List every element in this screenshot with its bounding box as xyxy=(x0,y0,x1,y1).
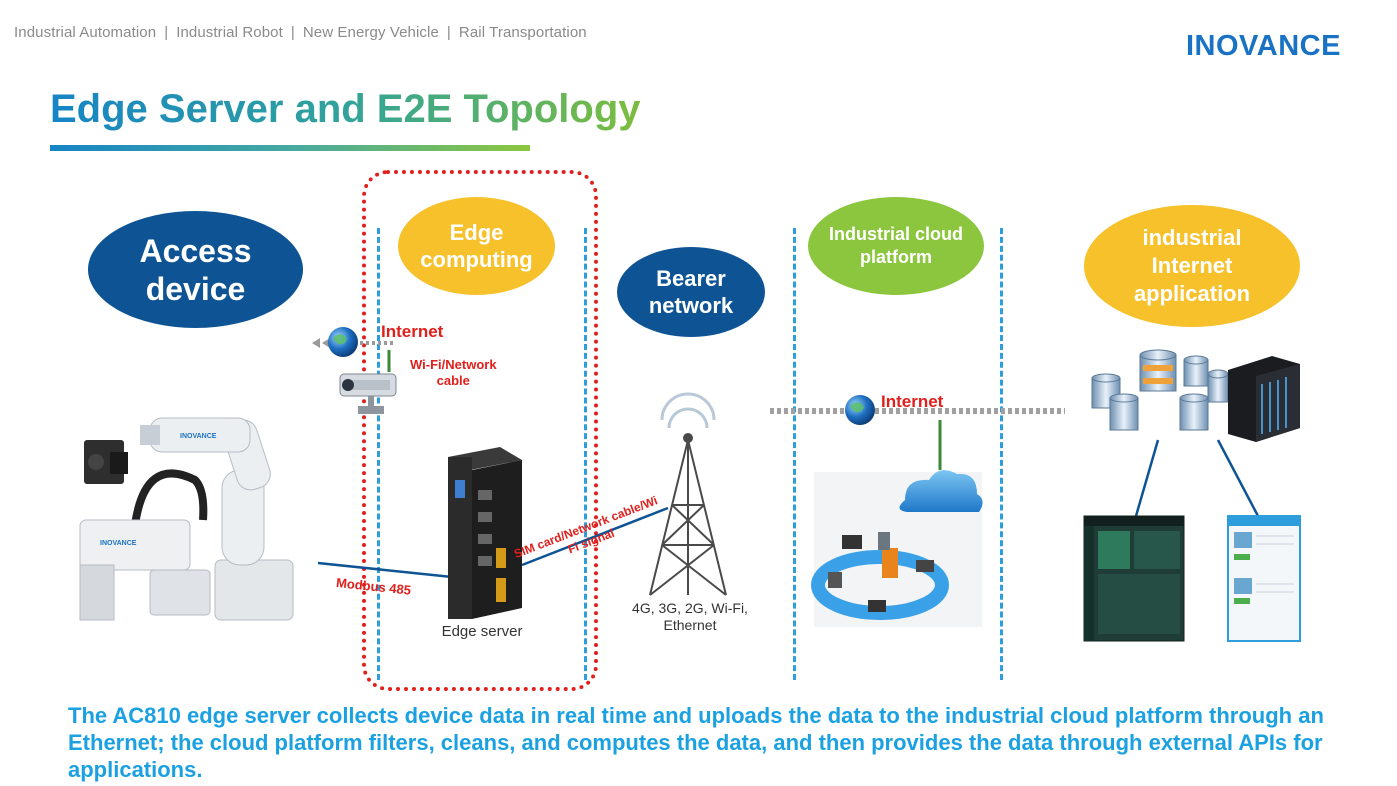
divider-line xyxy=(793,228,796,680)
svg-text:INOVANCE: INOVANCE xyxy=(100,540,137,547)
nav-item-industrial-robot[interactable]: Industrial Robot xyxy=(176,24,283,41)
globe-icon xyxy=(328,327,358,357)
inovance-logo: INOVANCE xyxy=(1186,30,1341,62)
app-link-line xyxy=(1134,439,1160,517)
robot-arm-icon: INOVANCE xyxy=(140,417,294,621)
tablet-icon xyxy=(1083,515,1185,642)
server-rack-icon xyxy=(1228,356,1300,442)
divider-line xyxy=(377,228,380,680)
globe-icon xyxy=(845,395,875,425)
antenna-tower-icon xyxy=(649,392,727,596)
cloud-network-icon xyxy=(811,470,983,627)
description-caption: The AC810 edge server collects device da… xyxy=(68,703,1324,782)
svg-text:INOVANCE: INOVANCE xyxy=(180,433,217,440)
edge-server-label: Edge server xyxy=(441,623,523,640)
edge-computing-boundary xyxy=(362,170,598,691)
edge-server-icon xyxy=(448,447,522,619)
nav-item-industrial-automation[interactable]: Industrial Automation xyxy=(14,24,157,41)
divider-line xyxy=(584,228,587,680)
bearer-link-line xyxy=(521,506,669,567)
modbus-link-line xyxy=(317,561,453,579)
camera-icon xyxy=(339,373,397,414)
phone-icon xyxy=(1227,515,1301,642)
nav-item-new-energy-vehicle[interactable]: New Energy Vehicle xyxy=(302,24,439,41)
nav-item-rail-transportation[interactable]: Rail Transportation xyxy=(458,24,587,41)
internet-label-left: Internet xyxy=(381,322,444,341)
scara-robot-icon: INOVANCE xyxy=(79,440,211,621)
top-navigation: Industrial Automation|Industrial Robot|N… xyxy=(14,24,587,41)
internet-label-right: Internet xyxy=(881,392,944,411)
bearer-types-label: 4G, 3G, 2G, Wi-Fi,Ethernet xyxy=(632,600,748,633)
title-underline xyxy=(50,145,530,151)
page-title: Edge Server and E2E Topology xyxy=(50,87,641,131)
app-link-line xyxy=(1216,439,1260,517)
database-icon xyxy=(1091,349,1229,431)
divider-line xyxy=(1000,228,1003,680)
